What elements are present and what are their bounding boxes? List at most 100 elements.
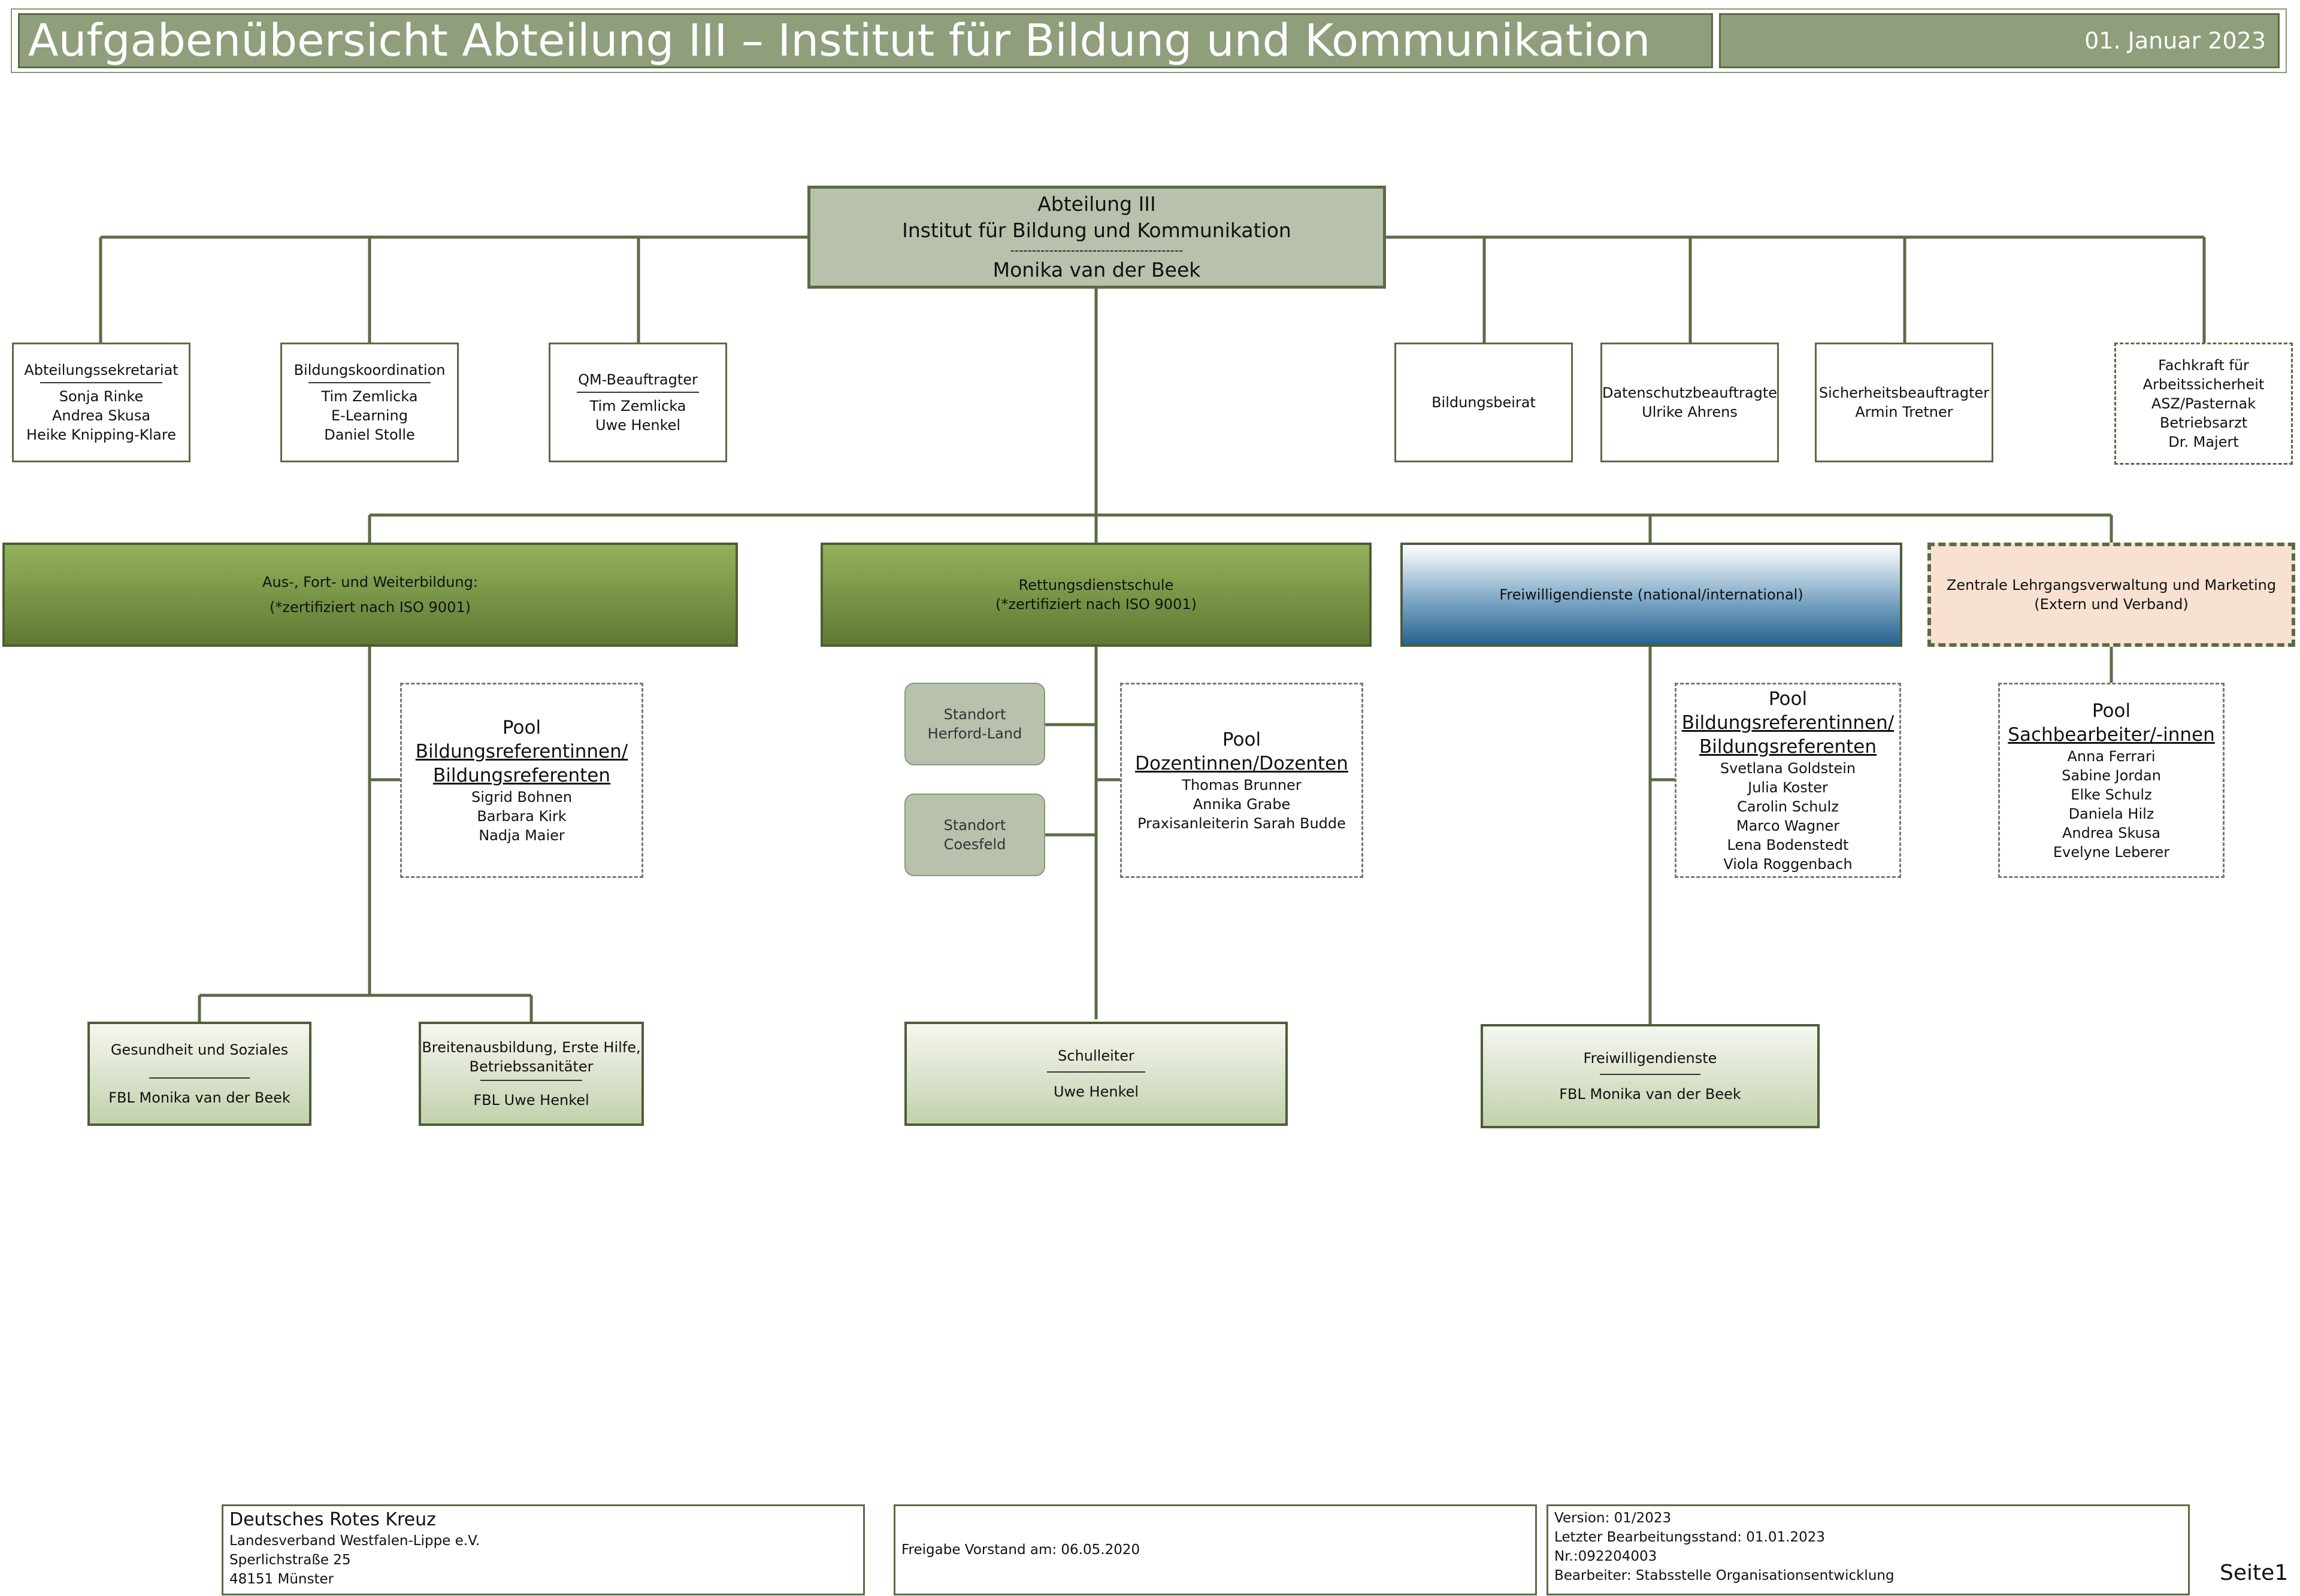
pool-person: Carolin Schulz [1737,798,1839,815]
meta-line: Nr.:092204003 [1554,1549,1657,1564]
staff-title: Abteilungssekretariat [24,362,178,378]
pool-person: Julia Koster [1748,779,1828,796]
page-title: Aufgabenübersicht Abteilung III – Instit… [18,13,1713,68]
separator [480,1080,582,1081]
pool-person: Nadja Maier [479,827,565,844]
leaf-person: FBL Uwe Henkel [473,1092,589,1109]
staff-person: Tim Zemlicka [589,398,686,414]
footer-organisation: Deutsches Rotes Kreuz Landesverband West… [222,1504,865,1595]
institute-label: Institut für Bildung und Kommunikation [902,219,1291,242]
dept-box-freiwilligendienste: Freiwilligendienste (national/internatio… [1400,543,1902,647]
staff-person: Ulrike Ahrens [1642,404,1738,420]
pool-person: Barbara Kirk [477,808,567,825]
fachkraft-line: Arbeitssicherheit [2142,376,2265,393]
fachkraft-line: Dr. Majert [2168,434,2239,450]
separator [1046,1071,1146,1073]
staff-person: Tim Zemlicka [321,388,418,405]
staff-box-sicherheit: Sicherheitsbeauftragter Armin Tretner [1815,343,1993,462]
pool-subtitle: Bildungsreferenten [1699,736,1877,758]
org-line: Landesverband Westfalen-Lippe e.V. [229,1533,480,1549]
staff-box-datenschutz: Datenschutzbeauftragte Ulrike Ahrens [1600,343,1779,462]
staff-box-sekretariat: Abteilungssekretariat Sonja Rinke Andrea… [12,343,190,462]
fachkraft-line: Fachkraft für [2158,357,2249,374]
freigabe-text: Freigabe Vorstand am: 06.05.2020 [901,1542,1140,1558]
site-label: Standort [943,706,1006,723]
fachkraft-line: ASZ/Pasternak [2151,395,2256,412]
pool-person: Praxisanleiterin Sarah Budde [1137,815,1346,832]
site-label: Standort [943,817,1006,834]
separator [308,382,431,383]
staff-title: Sicherheitsbeauftragter [1818,384,1990,401]
leaf-person: FBL Monika van der Beek [1559,1086,1741,1103]
site-name: Herford-Land [927,725,1022,742]
separator [40,382,163,383]
pool-person: Elke Schulz [2071,786,2152,803]
org-name: Deutsches Rotes Kreuz [229,1509,436,1530]
dept-subtitle: (*zertifiziert nach ISO 9001) [270,599,471,616]
staff-person: E-Learning [331,407,408,424]
pool-person: Anna Ferrari [2067,748,2156,765]
leaf-title: Schulleiter [1058,1047,1134,1064]
header-date: 01. Januar 2023 [1719,13,2280,68]
staff-title: Bildungskoordination [293,362,446,378]
staff-person: Sonja Rinke [59,388,144,405]
pool-subtitle: Bildungsreferentinnen/ [1681,712,1895,734]
pool-box-bildungsreferenten-frei: Pool Bildungsreferentinnen/ Bildungsrefe… [1675,683,1901,878]
leaf-title: Breitenausbildung, Erste Hilfe, [422,1039,641,1056]
pool-person: Sabine Jordan [2062,767,2161,784]
page-number: Seite1 [2220,1561,2289,1585]
leaf-title: Betriebssanitäter [469,1058,594,1075]
staff-person: Andrea Skusa [52,407,151,424]
staff-box-beirat: Bildungsbeirat [1394,343,1573,462]
leaf-box-freiwilligendienste: Freiwilligendienste FBL Monika van der B… [1481,1024,1820,1128]
leaf-title: Freiwilligendienste [1583,1050,1717,1067]
dept-title: Aus-, Fort- und Weiterbildung: [262,574,478,590]
leaf-box-breitenausbildung: Breitenausbildung, Erste Hilfe, Betriebs… [419,1022,644,1126]
dept-box-aus-fort-weiterbildung: Aus-, Fort- und Weiterbildung: (*zertifi… [2,543,738,647]
pool-subtitle: Bildungsreferenten [432,765,611,786]
footer-meta: Version: 01/2023 Letzter Bearbeitungssta… [1547,1504,2190,1595]
pool-box-bildungsreferenten-aus: Pool Bildungsreferentinnen/ Bildungsrefe… [400,683,643,878]
staff-box-qm: QM-Beauftragter Tim Zemlicka Uwe Henkel [549,343,727,462]
pool-person: Viola Roggenbach [1723,856,1853,873]
department-head-box: Abteilung III Institut für Bildung und K… [807,186,1386,289]
leaf-title: Gesundheit und Soziales [110,1041,289,1058]
staff-person: Armin Tretner [1855,404,1953,420]
pool-box-dozenten: Pool Dozentinnen/Dozenten Thomas Brunner… [1120,683,1363,878]
pool-person: Annika Grabe [1193,796,1291,813]
staff-person: Daniel Stolle [324,426,415,443]
leaf-box-schulleiter: Schulleiter Uwe Henkel [904,1022,1288,1126]
pool-title: Pool [502,717,541,738]
dept-subtitle: (Extern und Verband) [2034,596,2189,613]
pool-subtitle: Bildungsreferentinnen/ [415,741,628,762]
site-name: Coesfeld [943,836,1006,853]
meta-line: Version: 01/2023 [1554,1510,1672,1526]
staff-person: Uwe Henkel [595,417,681,434]
fachkraft-line: Betriebsarzt [2159,414,2248,431]
staff-box-koordination: Bildungskoordination Tim Zemlicka E-Lear… [280,343,459,462]
site-box-herford-land: Standort Herford-Land [904,683,1045,765]
leaf-person: FBL Monika van der Beek [108,1089,290,1106]
separator [149,1077,250,1079]
pool-person: Svetlana Goldstein [1720,760,1856,777]
pool-person: Thomas Brunner [1182,777,1302,794]
separator [576,392,700,393]
pool-person: Marco Wagner [1736,817,1840,834]
site-box-coesfeld: Standort Coesfeld [904,794,1045,876]
org-line: 48151 Münster [229,1571,334,1587]
pool-person: Lena Bodenstedt [1727,837,1849,853]
pool-subtitle: Dozentinnen/Dozenten [1135,753,1348,774]
dept-title: Rettungsdienstschule [1018,577,1174,593]
pool-person: Evelyne Leberer [2053,844,2170,861]
dept-title: Zentrale Lehrgangsverwaltung und Marketi… [1946,577,2277,593]
staff-person: Heike Knipping-Klare [26,426,176,443]
staff-title: QM-Beauftragter [578,371,698,388]
leaf-person: Uwe Henkel [1053,1083,1139,1100]
footer-freigabe: Freigabe Vorstand am: 06.05.2020 [894,1504,1537,1595]
pool-title: Pool [1222,729,1261,750]
pool-person: Sigrid Bohnen [471,789,573,805]
dept-box-rettungsdienstschule: Rettungsdienstschule (*zertifiziert nach… [821,543,1372,647]
pool-person: Daniela Hilz [2068,805,2154,822]
staff-title: Bildungsbeirat [1432,394,1536,411]
